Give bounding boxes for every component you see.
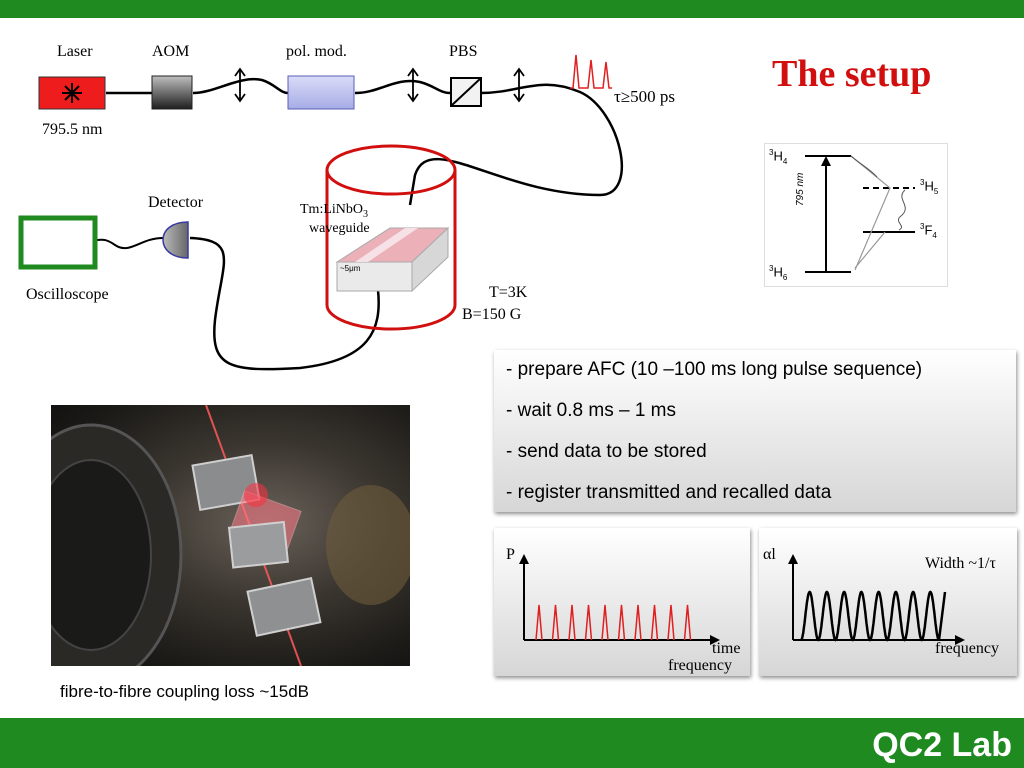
wavelength-label: 795.5 nm — [42, 121, 103, 138]
pulse-peak — [617, 604, 626, 641]
comb-ylabel: αl — [763, 546, 776, 563]
polarization-arrow-icon — [234, 67, 525, 103]
polmod-label: pol. mod. — [286, 43, 347, 60]
comb-xlabel: frequency — [935, 640, 999, 657]
laser-label: Laser — [57, 43, 93, 60]
pulse-plot-panel: P time frequency — [494, 528, 750, 676]
detector-label: Detector — [148, 194, 204, 211]
level-h6: 3H6 — [769, 264, 788, 282]
procedure-step: - wait 0.8 ms – 1 ms — [506, 400, 676, 421]
level-f4: 3F4 — [920, 222, 937, 240]
pulse-peak — [568, 604, 576, 641]
temperature-label: T=3K — [489, 284, 528, 301]
level-h4: 3H4 — [769, 148, 788, 166]
laser-star-icon — [62, 83, 82, 103]
waveguide-label: waveguide — [309, 221, 370, 236]
procedure-step: - send data to be stored — [506, 441, 707, 462]
pbs-label: PBS — [449, 43, 478, 60]
pulse-peak — [584, 604, 593, 641]
pulse-peak — [683, 604, 692, 641]
waveguide-photo — [51, 405, 410, 666]
pulse-xlabel-frequency: frequency — [668, 657, 732, 674]
procedure-step: - prepare AFC (10 –100 ms long pulse seq… — [506, 359, 923, 380]
fibre-main — [106, 77, 623, 206]
slide-title: The setup — [772, 53, 932, 95]
aom-label: AOM — [152, 43, 190, 60]
oscilloscope-box — [18, 215, 98, 270]
comb-plot-panel: αl Width ~1/τ frequency — [759, 528, 1017, 676]
waveguide-material-label: Tm:LiNbO3 — [300, 202, 368, 220]
pulse-xlabel-time: time — [712, 640, 741, 657]
pulse-train-icon — [570, 54, 612, 89]
pulse-peak — [667, 604, 675, 641]
pulse-peak — [551, 604, 560, 641]
aom-box — [151, 75, 193, 110]
level-h5: 3H5 — [920, 178, 939, 196]
oscilloscope-label: Oscilloscope — [26, 286, 109, 303]
tau-label: τ≥500 ps — [614, 87, 676, 106]
polmod-box — [287, 75, 355, 110]
top-bar — [0, 0, 1024, 18]
lab-logo: QC2 Lab — [872, 726, 1012, 764]
procedure-step: - register transmitted and recalled data — [506, 482, 832, 503]
bottom-bar — [0, 718, 1024, 768]
waveguide-width-label: ~5μm — [340, 264, 361, 273]
energy-level-diagram: 3H4 3H5 3F4 3H6 795 nm — [764, 143, 948, 287]
pulse-peak — [535, 604, 543, 641]
comb-plot — [788, 554, 965, 645]
pulse-peak — [634, 604, 642, 641]
detector-icon — [162, 221, 189, 259]
fibre-scope — [95, 237, 164, 250]
comb-width-note: Width ~1/τ — [925, 555, 996, 572]
procedure-box: - prepare AFC (10 –100 ms long pulse seq… — [494, 350, 1016, 512]
setup-diagram — [18, 54, 623, 371]
transition-label: 795 nm — [795, 172, 806, 206]
photo-caption: fibre-to-fibre coupling loss ~15dB — [60, 682, 309, 701]
pulse-peak — [650, 604, 659, 641]
waveguide-crystal — [335, 226, 450, 293]
pulse-plot — [519, 554, 720, 645]
cryostat-cylinder — [325, 144, 457, 331]
field-label: B=150 G — [462, 306, 522, 323]
pulse-peak — [601, 604, 609, 641]
pulse-ylabel: P — [506, 546, 515, 563]
